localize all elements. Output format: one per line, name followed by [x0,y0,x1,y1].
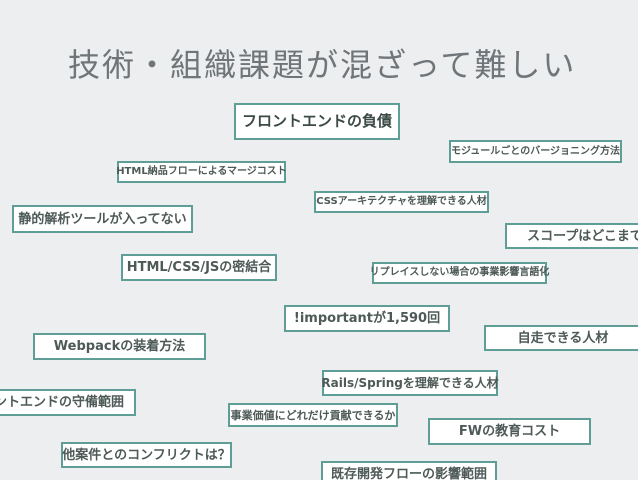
topic-box-static-analysis: 静的解析ツールが入ってない [12,205,193,233]
topic-box-fw-education-cost: FWの教育コスト [428,418,591,445]
topic-box-frontend-debt: フロントエンドの負債 [234,103,400,140]
topic-box-tight-coupling: HTML/CSS/JSの密結合 [121,254,277,281]
topic-box-css-architecture: CSSアーキテクチャを理解できる人材 [314,191,489,213]
slide-title: 技術・組織課題が混ざって難しい [68,46,577,84]
topic-box-business-value: 事業価値にどれだけ貢献できるか [228,403,398,427]
topic-box-html-delivery-cost: HTML納品フローによるマージコスト [116,161,287,183]
topic-box-self-driven-talent: 自走できる人材 [484,325,638,351]
topic-box-scope: スコープはどこまで [505,223,638,249]
topic-box-no-replace-impact: リプレイスしない場合の事業影響言語化 [370,262,549,284]
topic-box-webpack-install: Webpackの装着方法 [33,333,206,360]
topic-box-existing-flow-impact: 既存開発フローの影響範囲 [321,461,497,480]
topic-box-important-count: !importantが1,590回 [284,305,450,332]
topic-box-project-conflict: 他案件とのコンフリクトは？ [61,442,232,468]
topic-box-module-versioning: モジュールごとのバージョニング方法 [449,140,622,163]
topic-box-frontend-scope: ントエンドの守備範囲 [0,389,136,416]
topic-box-rails-spring-talent: Rails/Springを理解できる人材 [321,370,499,396]
